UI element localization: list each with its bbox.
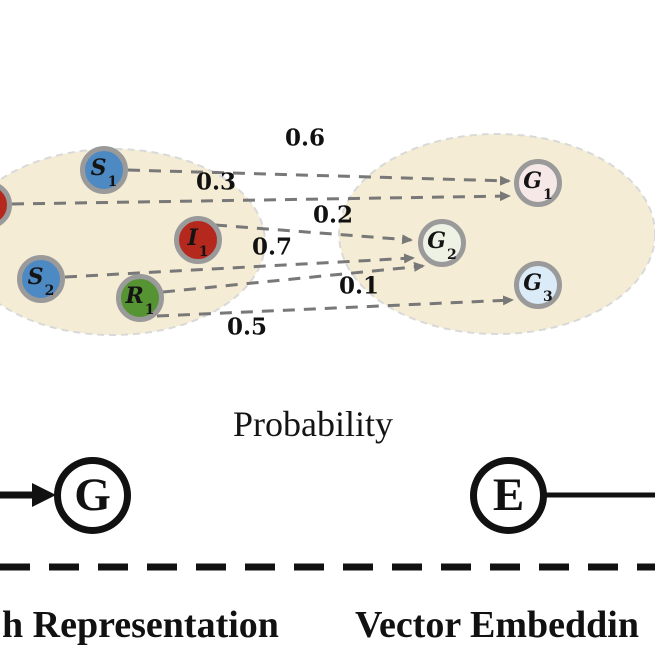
edge-r1-g2: [162, 261, 425, 294]
edge-probability-label: 0.5: [226, 313, 268, 341]
edge-s2-g2: [64, 253, 415, 279]
node-r1-label: R1: [125, 282, 155, 319]
node-g2: G2: [418, 219, 466, 267]
node-g2-label: G2: [427, 227, 457, 264]
edge-probability-label: 0.2: [312, 201, 354, 229]
node-s1: S1: [80, 146, 128, 194]
g-symbol-label: G: [74, 469, 111, 521]
probability-caption: Probability: [233, 404, 393, 444]
node-g1: G1: [514, 159, 562, 207]
vector-embedding-caption: Vector Embeddin: [355, 604, 639, 646]
g-input-arrowhead-icon: [32, 483, 56, 507]
node-g3-label: G3: [523, 269, 553, 306]
edge-probability-label: 0.7: [251, 233, 293, 261]
edge-probability-label: 0.6: [284, 124, 326, 152]
right-cluster-ellipse: [338, 133, 655, 335]
graph-representation-symbol: G: [54, 457, 131, 534]
edge-probability-label: 0.1: [338, 272, 380, 300]
node-s1-label: S1: [90, 154, 118, 191]
node-s2-label: S2: [27, 263, 55, 300]
left-cluster-ellipse: [0, 148, 266, 336]
edge-s1-g1: [127, 168, 511, 186]
edge-i1-g2: [214, 223, 413, 245]
node-r1: R1: [116, 274, 164, 322]
node-g1-label: G1: [523, 167, 553, 204]
node-s2: S2: [17, 255, 65, 303]
edge-probability-label: 0.3: [195, 168, 237, 196]
graph-representation-caption: h Representation: [2, 604, 279, 646]
node-i1-label: I1: [187, 224, 209, 261]
vector-embedding-symbol: E: [470, 457, 547, 534]
e-symbol-label: E: [492, 469, 525, 521]
node-g3: G3: [514, 261, 562, 309]
node-i1: I1: [174, 216, 222, 264]
